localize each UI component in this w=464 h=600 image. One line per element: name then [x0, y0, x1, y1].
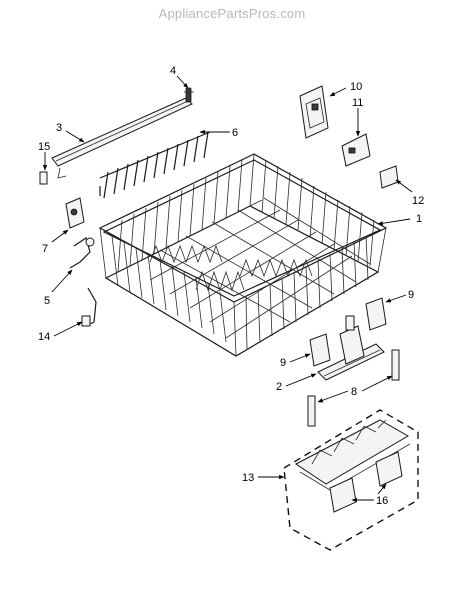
tray-assembly-box [283, 409, 419, 551]
callout-7: 7 [42, 243, 48, 255]
callout-12: 12 [412, 195, 424, 207]
callout-9-lower: 9 [280, 357, 286, 369]
tray-clip-right [375, 451, 403, 487]
rail-end-cap [39, 171, 48, 185]
adjuster-assembly [317, 315, 385, 381]
tray-clip-left [329, 477, 357, 513]
rack-stop [379, 165, 399, 189]
callout-1: 1 [416, 213, 422, 225]
wheel-arm [69, 237, 95, 269]
adjuster-pin-left [307, 395, 316, 427]
rack-clip-left [309, 333, 331, 367]
callout-13: 13 [242, 472, 254, 484]
adjuster-pin-right [391, 349, 400, 381]
callout-10: 10 [350, 81, 362, 93]
dish-clip [81, 287, 97, 327]
rack-clip-right [365, 297, 387, 331]
tine-row [99, 131, 211, 199]
adjuster-housing [299, 85, 329, 139]
callout-15: 15 [38, 141, 50, 153]
rack-rail [51, 97, 193, 179]
callout-6: 6 [232, 127, 238, 139]
callout-14: 14 [38, 331, 50, 343]
callout-11: 11 [352, 97, 363, 109]
callout-4: 4 [170, 65, 176, 77]
rail-screw [184, 87, 194, 103]
callout-3: 3 [56, 122, 62, 134]
callout-5: 5 [44, 295, 50, 307]
leader-lines [42, 75, 413, 503]
watermark: AppliancePartsPros.com [158, 6, 306, 21]
adjuster-clip [341, 133, 371, 167]
callout-9-upper: 9 [408, 289, 414, 301]
upper-rack-basket [98, 153, 388, 357]
callout-16: 16 [376, 495, 388, 507]
callout-8: 8 [351, 386, 357, 398]
callout-2: 2 [276, 381, 282, 393]
roller-bracket [65, 197, 85, 229]
